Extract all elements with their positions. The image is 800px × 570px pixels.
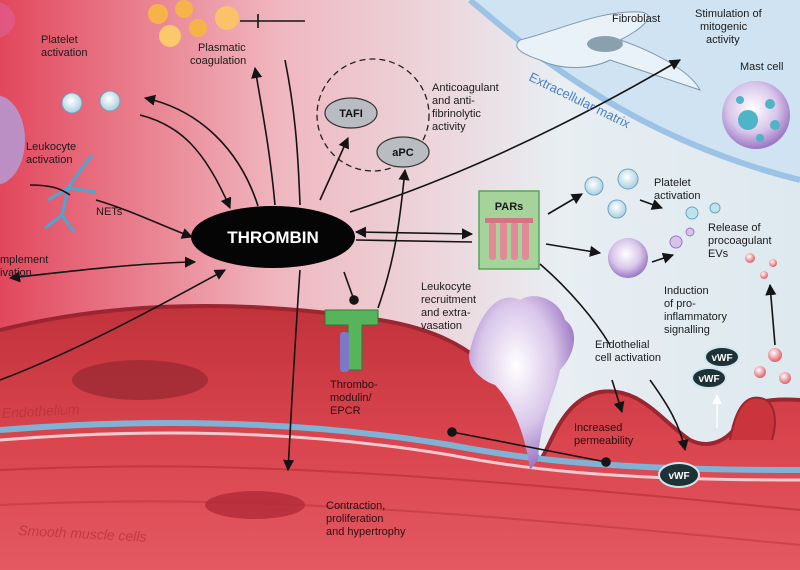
basement-membrane bbox=[0, 419, 800, 473]
endothelial-nucleus bbox=[72, 360, 208, 400]
fibroblast-label: Fibroblast bbox=[612, 13, 660, 25]
nets-label: NETs bbox=[96, 206, 123, 218]
smooth-muscle-nucleus bbox=[205, 491, 305, 519]
thrombomodulin-receptor bbox=[324, 309, 379, 372]
thrombomodulin-label: Thrombo-modulin/EPCR bbox=[330, 379, 378, 417]
coagulation-factors bbox=[148, 0, 239, 47]
vwf-molecules bbox=[658, 346, 740, 488]
mast-cell-label: Mast cell bbox=[740, 61, 783, 73]
fibroblast-nucleus bbox=[587, 36, 623, 52]
pars-receptor bbox=[478, 190, 540, 270]
arrows bbox=[0, 14, 777, 472]
nets-structure bbox=[44, 154, 96, 233]
leukocyte-cell-left bbox=[0, 95, 25, 185]
tafi-molecule bbox=[324, 97, 378, 129]
vwf-label-2: vWF bbox=[698, 374, 719, 385]
mast-cell-nucleus bbox=[738, 110, 758, 130]
proinflammatory-leukocyte bbox=[608, 238, 648, 278]
smooth-muscle-label: Smooth muscle cells bbox=[18, 522, 147, 545]
apc-molecule bbox=[376, 136, 430, 168]
anticoagulant-group bbox=[316, 58, 430, 172]
vwf-label-1: vWF bbox=[711, 353, 732, 364]
apc-label: aPC bbox=[392, 147, 413, 159]
thrombin-node bbox=[191, 206, 355, 268]
procoagulant-evs bbox=[669, 202, 791, 384]
extracellular-matrix-border bbox=[468, 0, 800, 183]
platelets-right bbox=[584, 168, 639, 219]
platelets-left bbox=[61, 90, 121, 114]
tafi-label: TAFI bbox=[339, 108, 363, 120]
thrombin-label: THROMBIN bbox=[227, 228, 319, 247]
endothelium-label: Endothelium bbox=[1, 401, 80, 421]
extravasating-leukocyte bbox=[469, 296, 575, 470]
pars-label: PARs bbox=[495, 201, 524, 213]
vwf-label-3: vWF bbox=[668, 471, 689, 482]
